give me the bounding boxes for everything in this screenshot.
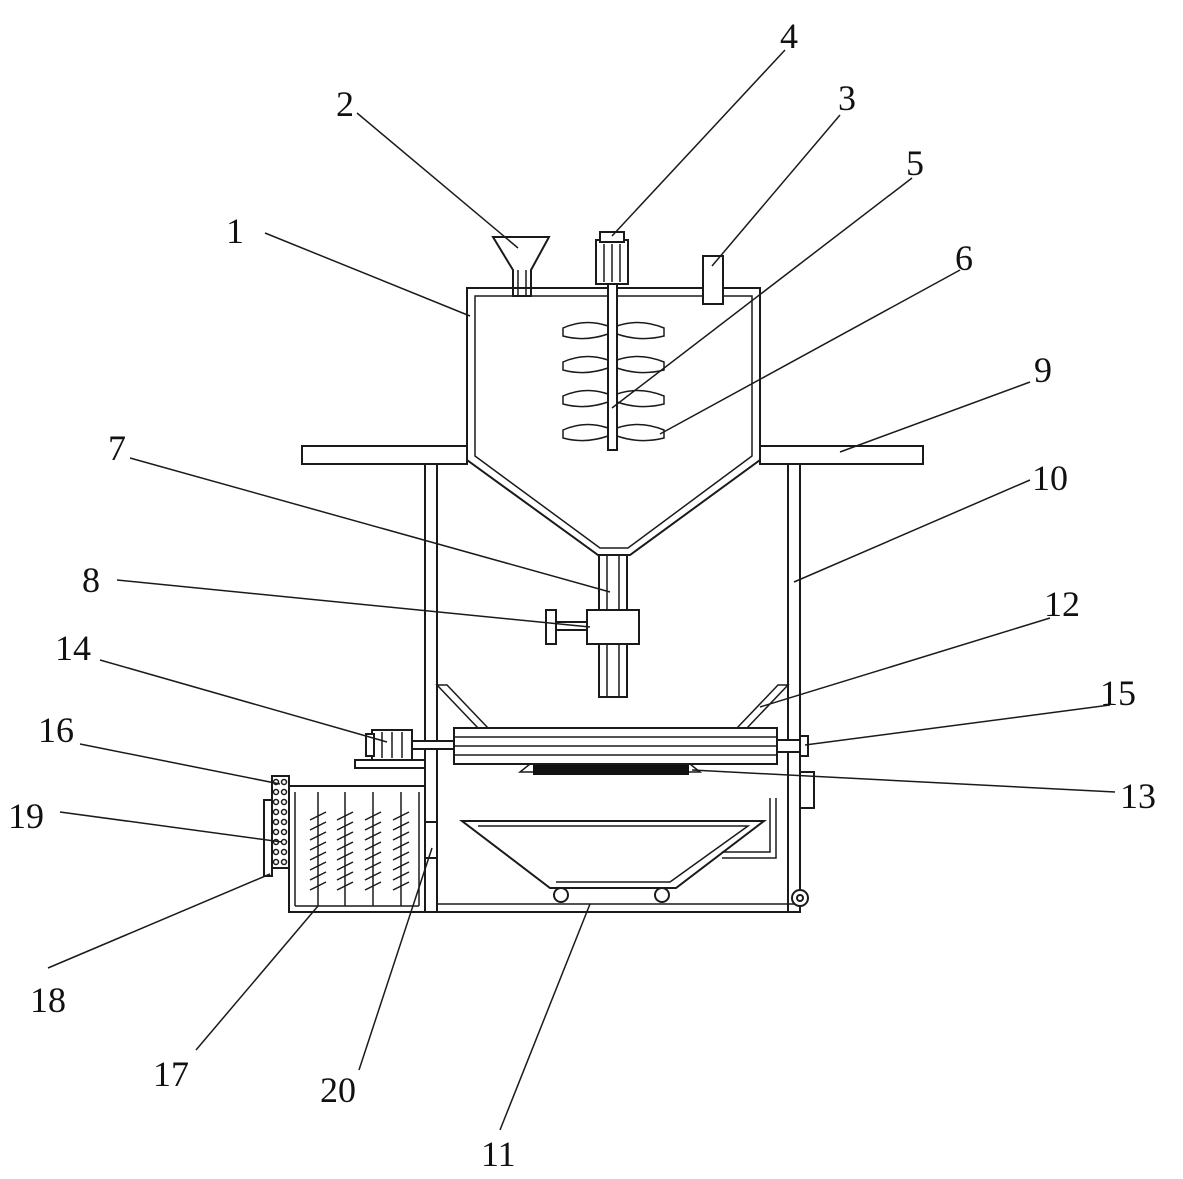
discharge-valve (546, 610, 639, 644)
label-9: 9 (1034, 350, 1052, 390)
label-14: 14 (55, 628, 91, 668)
filter-screen (272, 776, 289, 868)
label-8: 8 (82, 560, 100, 600)
label-19: 19 (8, 796, 44, 836)
part-labels: 1 2 3 4 5 6 7 8 9 10 11 12 13 14 15 16 1… (8, 16, 1156, 1174)
label-20: 20 (320, 1070, 356, 1110)
label-11: 11 (481, 1134, 516, 1174)
label-3: 3 (838, 78, 856, 118)
label-17: 17 (153, 1054, 189, 1094)
scraper-strip (520, 764, 700, 775)
label-13: 13 (1120, 776, 1156, 816)
label-16: 16 (38, 710, 74, 750)
label-2: 2 (336, 84, 354, 124)
label-6: 6 (955, 238, 973, 278)
label-4: 4 (780, 16, 798, 56)
vent-box (703, 256, 723, 304)
label-7: 7 (108, 428, 126, 468)
leader-lines (48, 50, 1115, 1130)
drive-motor (355, 730, 454, 768)
drum-roller (454, 728, 808, 764)
label-5: 5 (906, 143, 924, 183)
label-15: 15 (1100, 673, 1136, 713)
filter-box (289, 786, 425, 912)
label-1: 1 (226, 211, 244, 251)
label-12: 12 (1044, 584, 1080, 624)
label-10: 10 (1032, 458, 1068, 498)
collection-box (437, 764, 814, 912)
stirring-motor (596, 232, 628, 284)
label-18: 18 (30, 980, 66, 1020)
stirring-shaft (608, 284, 617, 450)
mesh-bracket (264, 800, 272, 876)
